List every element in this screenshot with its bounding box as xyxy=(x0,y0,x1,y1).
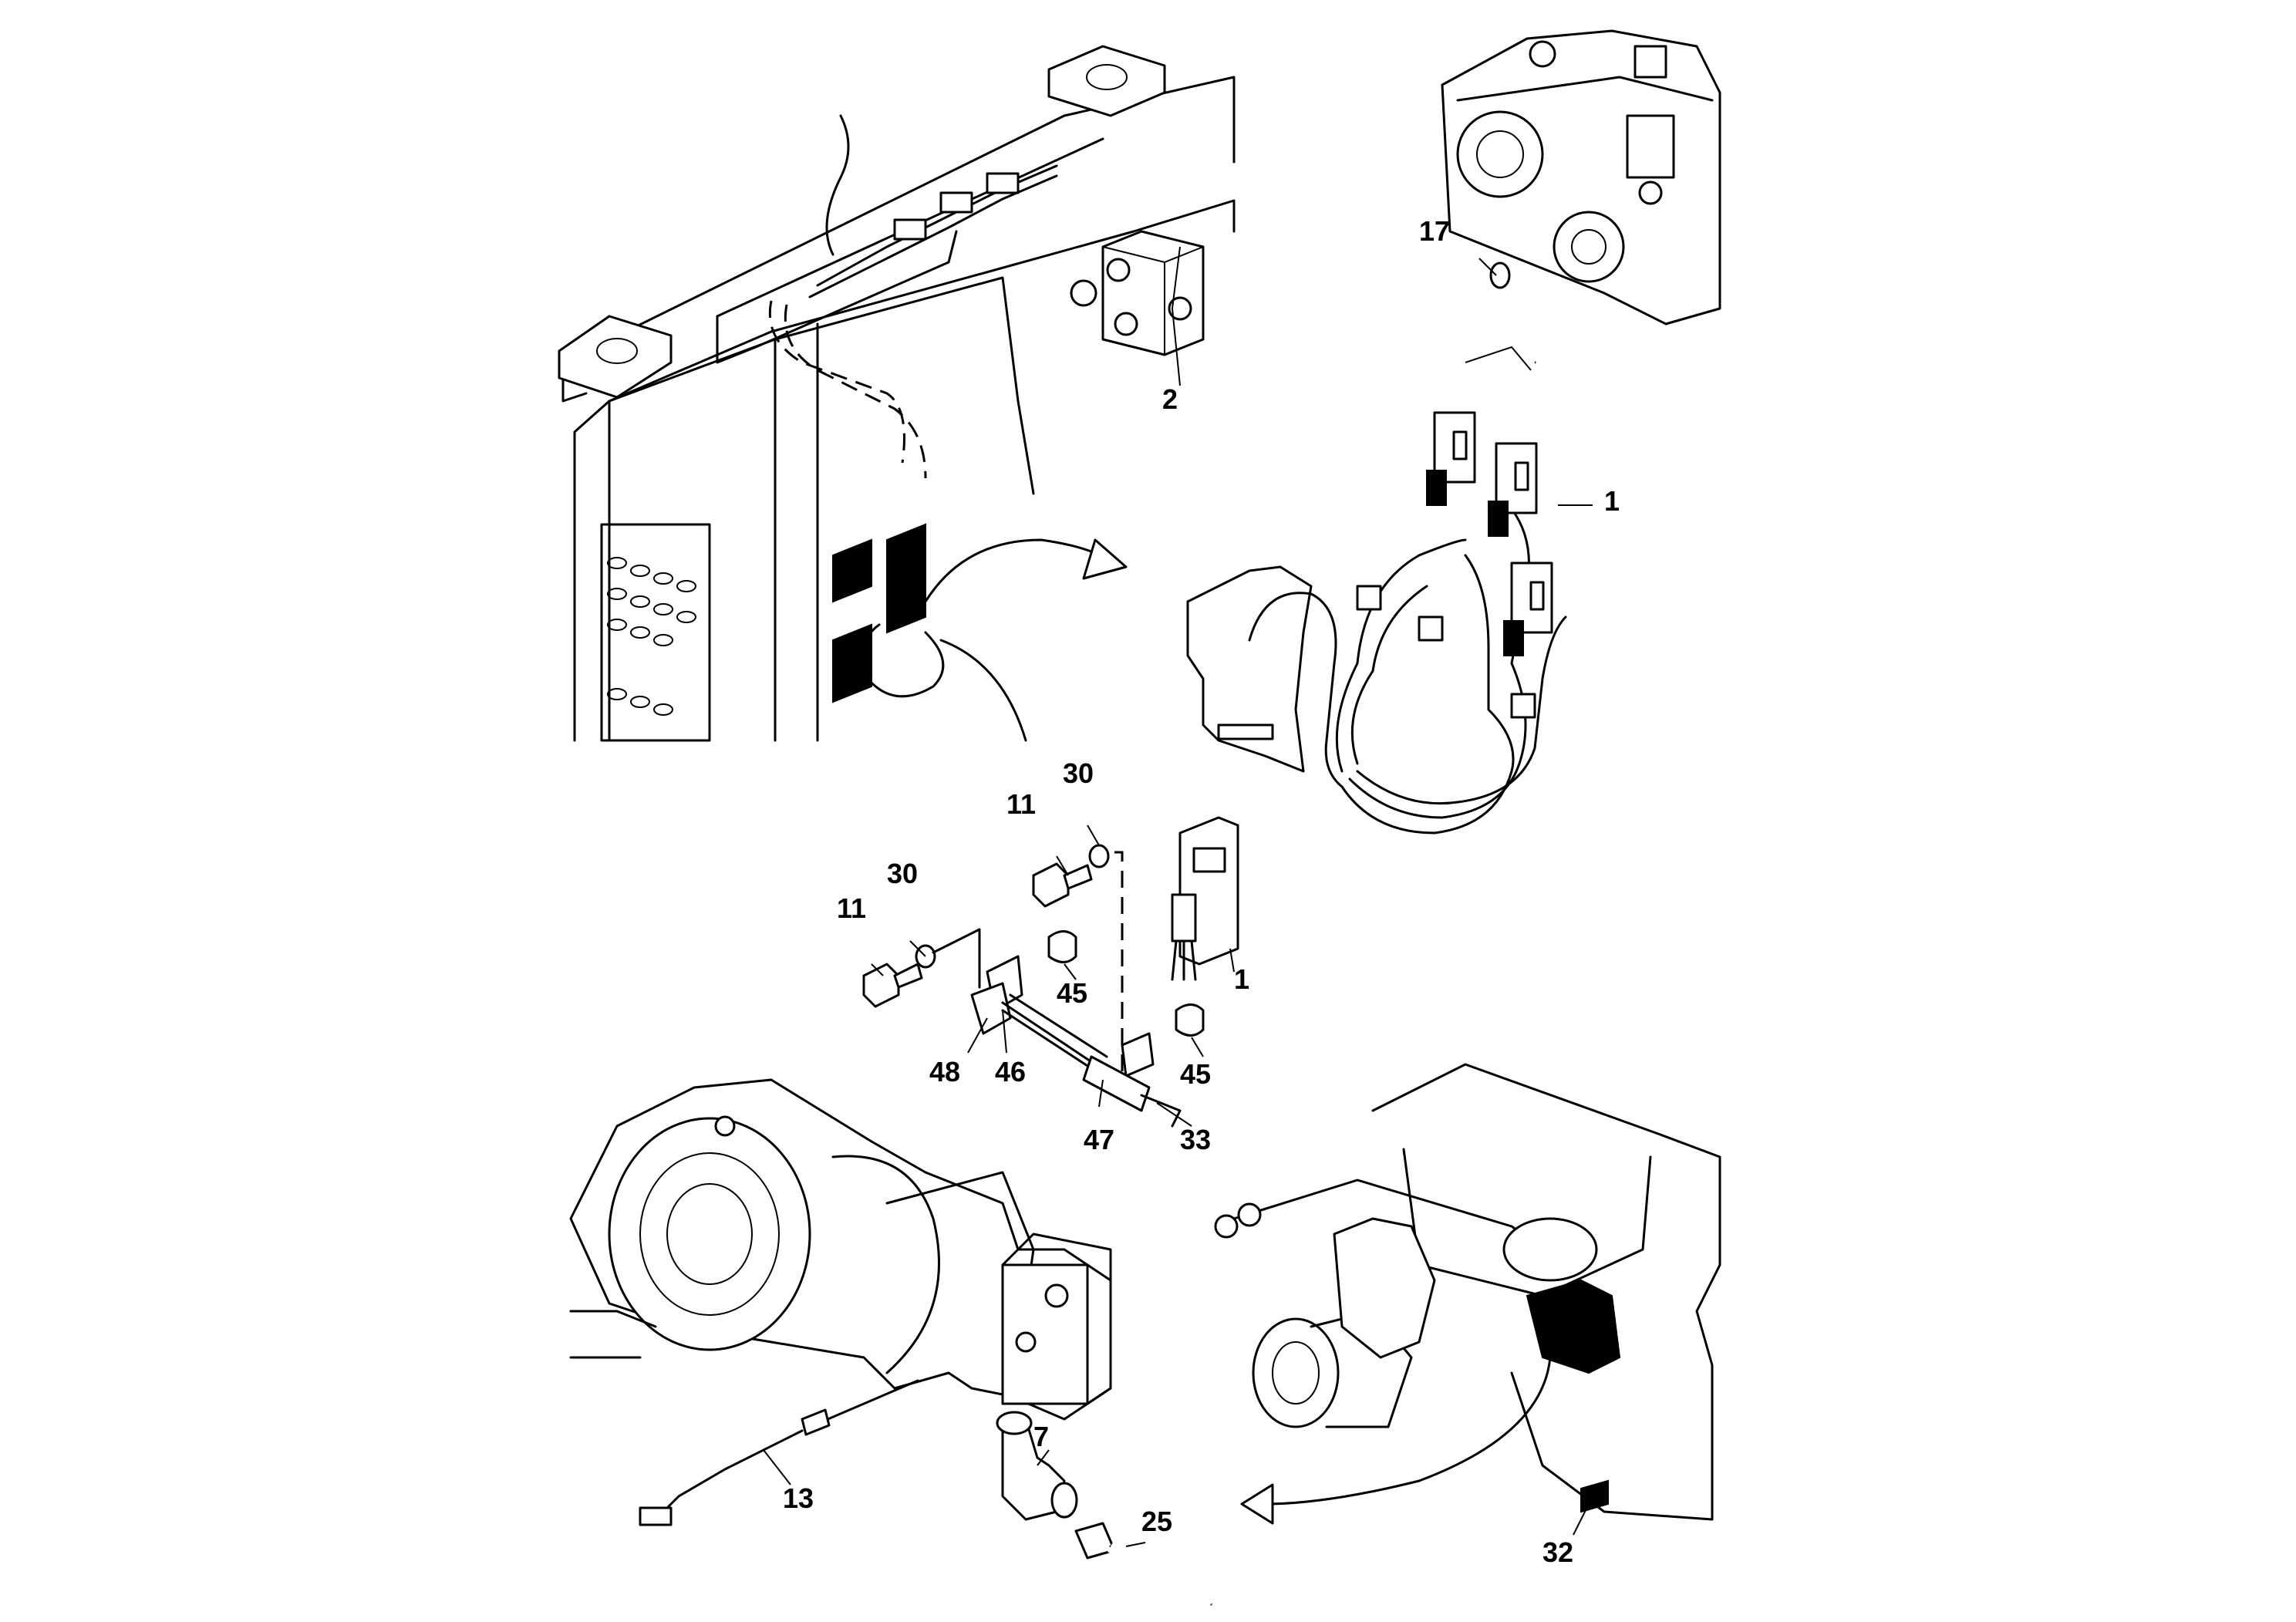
cooler-tubes xyxy=(607,557,696,716)
callout-labels: 1 1 2 7 11 11 13 17 25 30 30 32 33 45 45… xyxy=(783,215,1620,1568)
callout-48: 48 xyxy=(929,1056,960,1088)
callout-17: 17 xyxy=(1419,215,1450,247)
callout-11-upper: 11 xyxy=(1006,788,1036,820)
callout-45-upper: 45 xyxy=(1057,977,1087,1009)
callout-13: 13 xyxy=(783,1482,814,1514)
harness-detail-drawing xyxy=(1186,411,1567,835)
callout-45-lower: 45 xyxy=(1180,1058,1211,1090)
hose-drawing xyxy=(1074,1522,1215,1610)
axle-chassis-drawing xyxy=(1214,1063,1721,1525)
callout-46: 46 xyxy=(995,1056,1026,1088)
frame-assembly-drawing xyxy=(558,45,1236,742)
leader-lines xyxy=(763,246,1593,1547)
callout-25: 25 xyxy=(1141,1506,1172,1537)
callout-1-mid: 1 xyxy=(1234,963,1249,995)
pump-assembly-drawing xyxy=(1441,29,1721,382)
callout-30-upper: 30 xyxy=(1063,757,1094,789)
transmission-drawing xyxy=(569,1078,1112,1526)
exploded-hardware-drawing xyxy=(862,816,1239,1128)
callout-7: 7 xyxy=(1033,1421,1049,1452)
callout-11-lower: 11 xyxy=(837,892,866,924)
callout-30-lower: 30 xyxy=(887,858,918,889)
callout-32: 32 xyxy=(1542,1536,1573,1568)
callout-2: 2 xyxy=(1162,383,1178,415)
callout-47: 47 xyxy=(1084,1124,1114,1155)
callout-33: 33 xyxy=(1180,1124,1211,1155)
callout-1-top: 1 xyxy=(1604,485,1620,517)
